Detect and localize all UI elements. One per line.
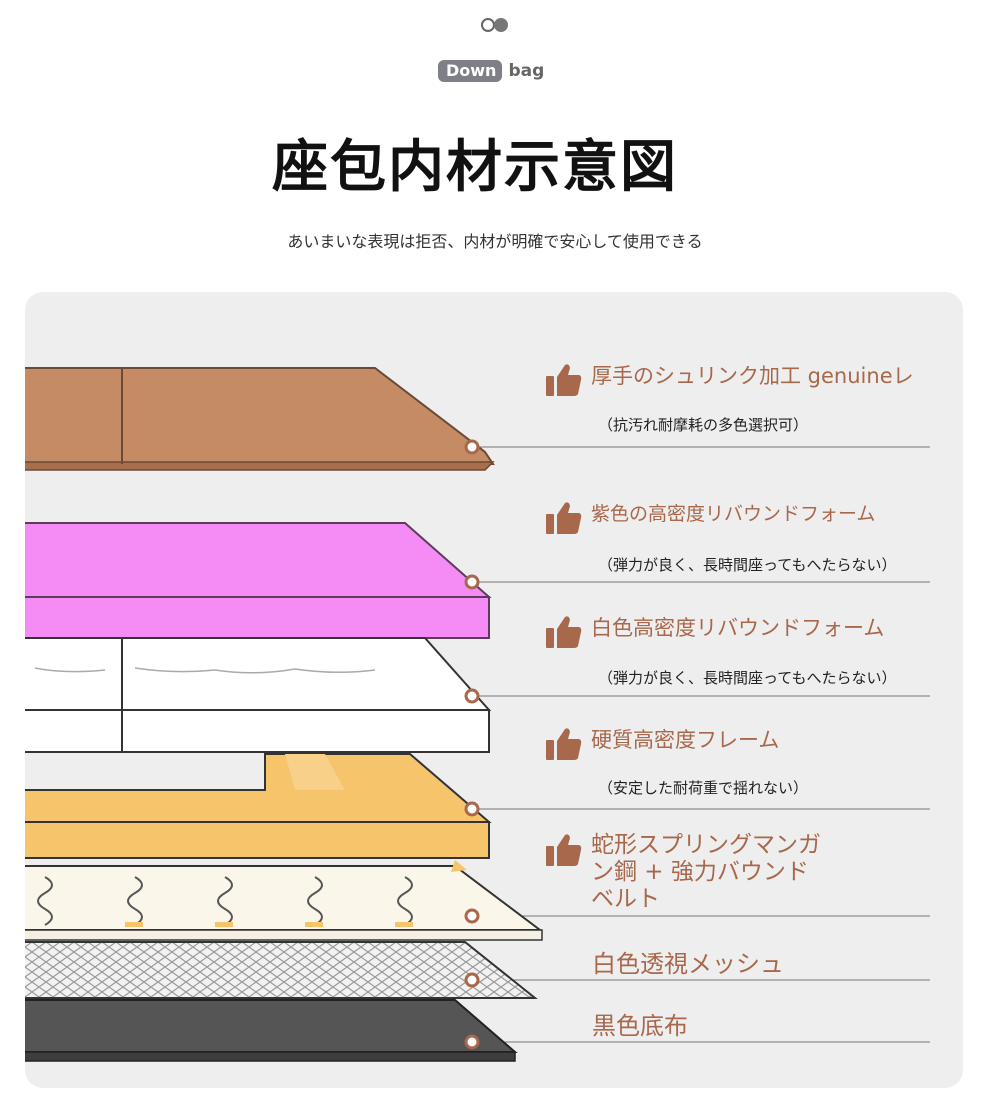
white-foam-layer [25, 637, 492, 753]
layer-label-frame: 硬質高密度フレーム [545, 726, 779, 762]
layer-label-white-foam: 白色高密度リバウンドフォーム [545, 614, 884, 650]
layer-name-mesh: 白色透視メッシュ [592, 950, 784, 978]
layer-note: （弾力が良く、長時間座ってもへたらない） [598, 556, 897, 574]
thumbs-up-icon [546, 728, 582, 760]
layer-marker [464, 574, 480, 590]
layer-name: 厚手のシュリンク加工 genuineレ [591, 364, 914, 388]
purple-foam-layer [25, 522, 492, 639]
toggle-dots-icon [481, 18, 511, 34]
layer-marker [464, 801, 480, 817]
page-title: 座包内材示意図 [272, 135, 678, 200]
page-subtitle: あいまいな表現は拒否、内材が明確で安心して使用できる [287, 232, 703, 251]
frame-layer [25, 753, 492, 859]
layer-marker [464, 688, 480, 704]
layer-name: 紫色の高密度リバウンドフォーム [591, 503, 876, 525]
dot-filled [494, 18, 508, 32]
layer-marker [464, 1034, 480, 1050]
bottom-cloth-layer [25, 999, 518, 1062]
layer-name: 蛇形スプリングマンガン鋼 + 強力バウンドベルト [591, 832, 821, 912]
layer-note: （弾力が良く、長時間座ってもへたらない） [598, 669, 897, 687]
layer-note: （安定した耐荷重で揺れない） [598, 779, 809, 797]
layer-diagram-panel [25, 292, 963, 1088]
layer-name-bottom: 黒色底布 [592, 1012, 688, 1040]
thumbs-up-icon [546, 364, 582, 396]
brand-pill: Down [438, 60, 503, 82]
layer-name: 白色高密度リバウンドフォーム [591, 616, 885, 640]
thumbs-up-icon [546, 834, 582, 866]
layer-label-spring: 蛇形スプリングマンガン鋼 + 強力バウンドベルト [545, 832, 821, 913]
layer-label-leather: 厚手のシュリンク加工 genuineレ [545, 362, 914, 398]
brand-logo: Down bag [438, 60, 544, 82]
layer-marker [464, 439, 480, 455]
spring-layer [25, 860, 543, 941]
layer-illustration [25, 367, 930, 1062]
thumbs-up-icon [546, 616, 582, 648]
dot-outline [481, 18, 495, 32]
layer-label-purple-foam: 紫色の高密度リバウンドフォーム [545, 500, 875, 536]
layer-note: （抗汚れ耐摩耗の多色選択可） [598, 416, 809, 434]
layer-name: 硬質高密度フレーム [591, 728, 780, 752]
thumbs-up-icon [546, 502, 582, 534]
layer-marker [464, 972, 480, 988]
leather-layer [25, 367, 495, 471]
brand-text: bag [508, 61, 545, 81]
layer-marker [464, 908, 480, 924]
mesh-layer [25, 941, 538, 999]
